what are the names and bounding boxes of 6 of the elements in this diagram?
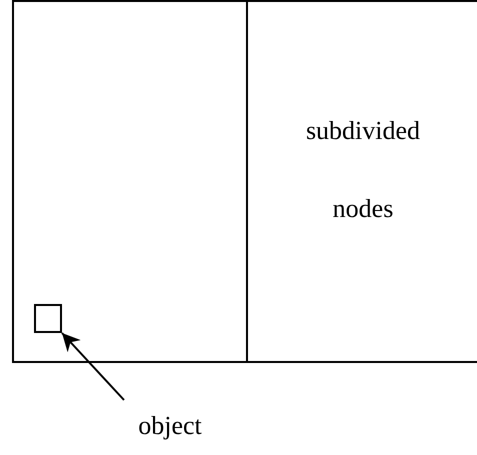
- arrow: [61, 332, 125, 401]
- panel-label: subdivided nodes: [304, 115, 422, 225]
- object-square: [34, 304, 62, 333]
- object-label-text: object: [137, 410, 203, 442]
- right-panel: [246, 0, 477, 363]
- left-panel: [12, 0, 248, 363]
